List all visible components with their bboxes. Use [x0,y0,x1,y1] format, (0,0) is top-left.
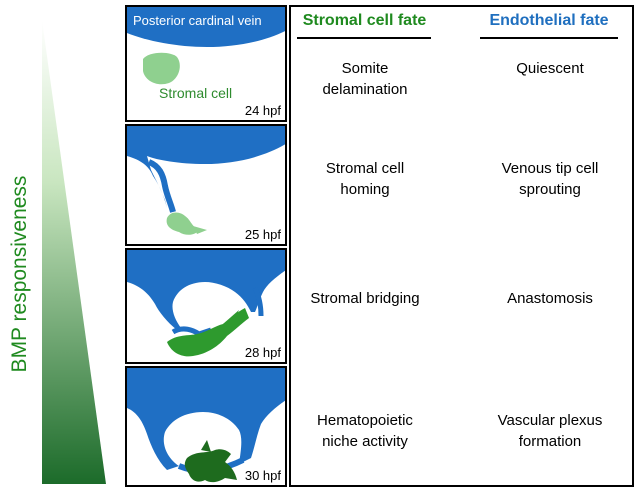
gradient-axis-label: BMP responsiveness [8,175,31,373]
cell-line: niche activity [322,433,408,450]
cell-line: Anastomosis [507,290,593,307]
panel-25hpf-drawing [127,126,285,235]
cell-line: Vascular plexus [497,412,603,429]
stromal-header-underline [297,37,431,39]
cell-line: Hematopoietic [317,412,413,429]
fate-table [289,5,634,487]
endothelial-header-underline [480,37,618,39]
row2-stromal: Stromal cell homing [290,158,440,200]
panel-28hpf: 28 hpf [125,248,287,364]
cell-line: Stromal bridging [310,290,420,307]
bmp-gradient-triangle [42,20,106,484]
panel-24hpf-drawing [127,7,285,85]
row4-stromal: Hematopoietic niche activity [290,410,440,452]
cell-line: formation [518,433,582,450]
vein-label: Posterior cardinal vein [133,13,262,28]
panel-24hpf: Posterior cardinal vein Stromal cell 24 … [125,5,287,122]
time-label: 24 hpf [244,103,281,118]
row1-endothelial: Quiescent [470,58,630,79]
row3-endothelial: Anastomosis [470,288,630,309]
cell-line: Somite [341,60,389,77]
cell-line: Venous tip cell [501,160,599,177]
stromal-fate-header: Stromal cell fate [302,12,427,29]
cell-line: Stromal cell [325,160,405,177]
time-label: 30 hpf [244,468,281,483]
cell-line: delamination [322,81,408,98]
row2-endothelial: Venous tip cell sprouting [470,158,630,200]
row1-stromal: Somite delamination [290,58,440,100]
row4-endothelial: Vascular plexus formation [470,410,630,452]
time-label: 28 hpf [244,345,281,360]
panel-28hpf-drawing [127,250,285,357]
stromal-cell-label: Stromal cell [159,85,233,101]
endothelial-fate-header: Endothelial fate [489,12,609,29]
cell-line: homing [340,181,390,198]
cell-line: sprouting [519,181,581,198]
panel-30hpf: 30 hpf [125,366,287,487]
cell-line: Quiescent [516,60,584,77]
time-label: 25 hpf [244,227,281,242]
row3-stromal: Stromal bridging [290,288,440,309]
panel-25hpf: 25 hpf [125,124,287,246]
panel-30hpf-drawing [127,368,285,483]
